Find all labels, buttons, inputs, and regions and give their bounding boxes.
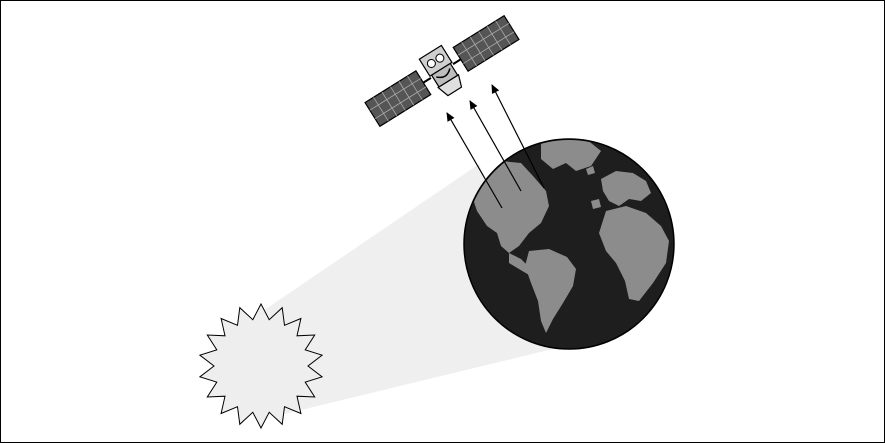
earth-globe <box>464 136 674 349</box>
satellite-icon <box>361 9 524 135</box>
right-solar-panel <box>453 16 519 72</box>
left-solar-panel <box>365 71 431 127</box>
